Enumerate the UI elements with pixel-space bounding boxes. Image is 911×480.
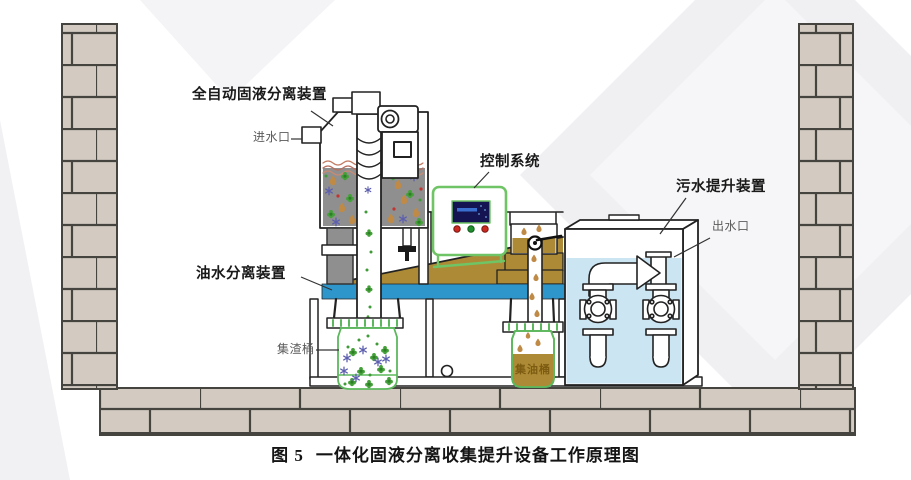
lifting-tank (564, 214, 699, 386)
lower-frame (309, 298, 703, 387)
machine (301, 91, 703, 390)
pit-structure (61, 23, 856, 436)
screw-conveyor (332, 91, 419, 325)
pump-left (579, 283, 617, 368)
leader-control (473, 171, 490, 189)
label-oil-bucket: 集油桶 (515, 364, 551, 376)
leader-oilwater (300, 276, 333, 291)
drive-motor (377, 105, 419, 179)
valve (398, 246, 416, 252)
label-control-system: 控制系统 (480, 154, 540, 170)
outlet-flange (645, 251, 672, 258)
label-outlet: 出水口 (712, 219, 750, 233)
label-slag-bucket: 集渣桶 (277, 342, 315, 356)
label-inlet: 进水口 (253, 130, 291, 144)
control-screen (451, 200, 491, 224)
slag-bucket (326, 297, 404, 390)
indicator-red-1 (453, 225, 461, 233)
figure-caption: 图 5 一体化固液分离收集提升设备工作原理图 (0, 441, 911, 466)
control-box (431, 185, 508, 269)
leader-lines (291, 110, 711, 351)
figure-number: 图 5 (271, 446, 304, 465)
leader-outlet (673, 237, 711, 258)
label-oil-water-separator: 油水分离装置 (196, 266, 286, 282)
drain-plug (440, 364, 454, 378)
left-brick-wall (61, 23, 118, 390)
indicator-red-2 (481, 225, 489, 233)
brick-floor (99, 387, 856, 436)
leader-lifting (659, 197, 687, 235)
pump-right (642, 283, 680, 368)
oil-bucket (502, 297, 564, 388)
right-brick-wall (798, 23, 854, 390)
indicator-green (467, 225, 475, 233)
label-sewage-lift: 污水提升装置 (676, 179, 766, 195)
inlet-pipe (301, 126, 322, 144)
label-auto-separator: 全自动固液分离装置 (192, 87, 327, 103)
figure-title: 一体化固液分离收集提升设备工作原理图 (315, 446, 640, 465)
leader-separator (310, 110, 334, 127)
